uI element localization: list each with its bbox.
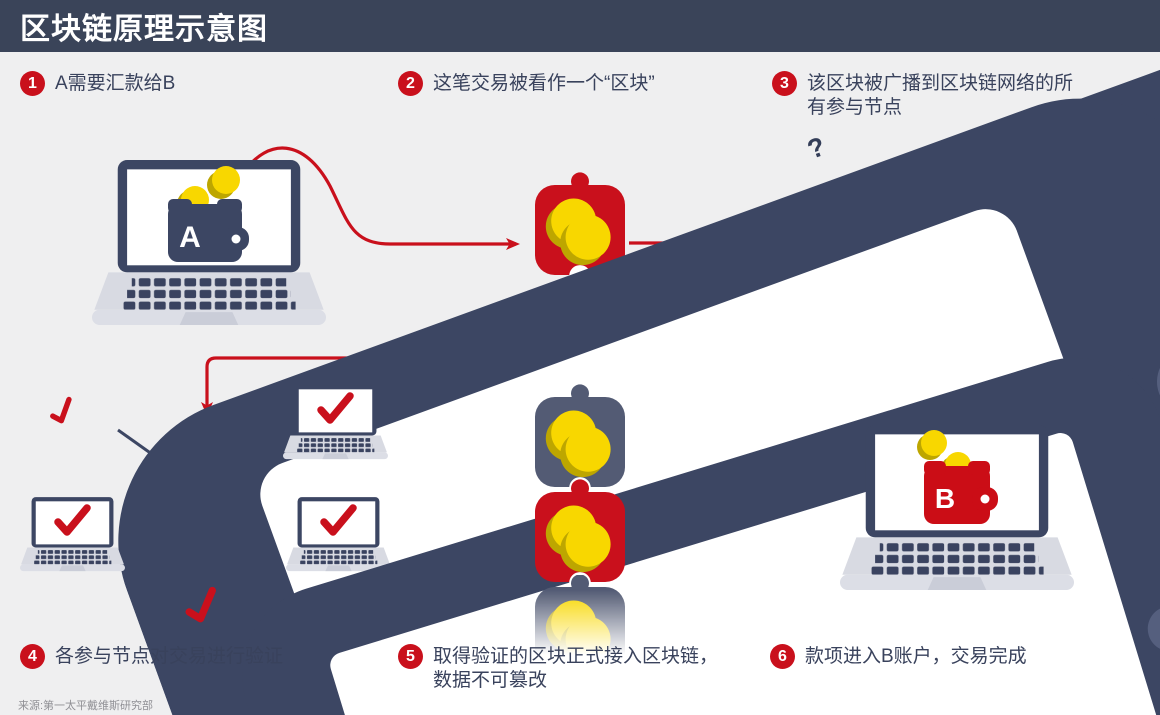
question-icon: ? bbox=[803, 131, 829, 165]
laptop-check-left bbox=[20, 497, 125, 572]
step-2: 2 这笔交易被看作一个“区块” bbox=[398, 71, 738, 96]
laptop-check-tr bbox=[283, 385, 388, 460]
step-4: 4 各参与节点对交易进行验证 bbox=[20, 644, 360, 669]
laptop-check-right bbox=[286, 497, 391, 572]
step-3-text: 该区块被广播到区块链网络的所有参与节点 bbox=[807, 73, 1074, 118]
step-5-text: 取得验证的区块正式接入区块链，数据不可篡改 bbox=[433, 646, 719, 691]
source-note: 来源:第一太平戴维斯研究部 bbox=[18, 700, 154, 712]
coin-icon bbox=[921, 430, 947, 456]
coin-icon bbox=[212, 166, 240, 194]
laptop-a: A bbox=[92, 160, 326, 325]
step-3: 3 该区块被广播到区块链网络的所有参与节点 bbox=[772, 71, 1092, 120]
step-4-badge: 4 bbox=[20, 644, 45, 669]
check-icon bbox=[49, 400, 75, 423]
step-1-text: A需要汇款给B bbox=[55, 73, 176, 94]
step-3-badge: 3 bbox=[772, 71, 797, 96]
step-2-badge: 2 bbox=[398, 71, 423, 96]
step-4-text: 各参与节点对交易进行验证 bbox=[55, 646, 284, 667]
wallet-b-icon: B bbox=[917, 430, 998, 524]
step-6: 6 款项进入B账户，交易完成 bbox=[770, 644, 1130, 669]
step-6-badge: 6 bbox=[770, 644, 795, 669]
laptop-icon bbox=[286, 497, 391, 572]
wallet-a-icon: A bbox=[168, 166, 249, 262]
step-6-text: 款项进入B账户，交易完成 bbox=[805, 646, 1027, 667]
laptop-icon bbox=[20, 497, 125, 572]
step-5: 5 取得验证的区块正式接入区块链，数据不可篡改 bbox=[398, 644, 728, 693]
step-1: 1 A需要汇款给B bbox=[20, 71, 350, 96]
page-title: 区块链原理示意图 bbox=[20, 13, 268, 46]
wallet-b-label: B bbox=[935, 483, 955, 514]
title-bar: 区块链原理示意图 bbox=[0, 0, 1160, 52]
laptop-b: B bbox=[840, 425, 1074, 590]
step-1-badge: 1 bbox=[20, 71, 45, 96]
step-2-text: 这笔交易被看作一个“区块” bbox=[433, 73, 655, 94]
wallet-a-label: A bbox=[179, 221, 201, 254]
step-5-badge: 5 bbox=[398, 644, 423, 669]
laptop-icon bbox=[283, 385, 388, 460]
arrow-step1-to-step2 bbox=[242, 146, 520, 250]
